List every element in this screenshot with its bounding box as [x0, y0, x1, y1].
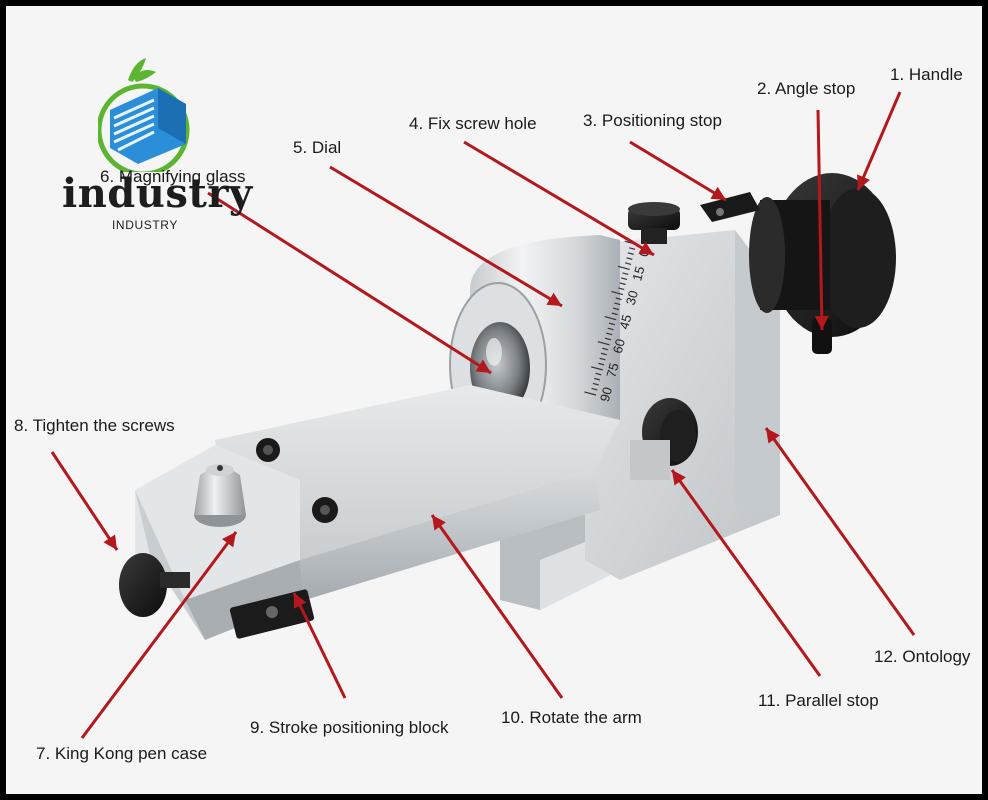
dial-number: 45 — [616, 313, 634, 331]
dial-tick — [611, 290, 624, 296]
label-dial: 5. Dial — [293, 138, 342, 157]
svg-text:9075604530150: 9075604530150 — [597, 248, 652, 404]
dial-number: 15 — [629, 265, 647, 283]
dial-tick — [599, 357, 606, 361]
dial-tick — [615, 297, 622, 301]
pen-case — [194, 464, 246, 527]
arrowhead-handle — [857, 174, 870, 190]
dial-tick — [600, 352, 607, 356]
fix-screw-knob — [628, 202, 680, 244]
industry-logo-icon — [98, 58, 190, 172]
label-angle-stop: 2. Angle stop — [757, 79, 856, 98]
arrow-magnifying-glass — [207, 191, 492, 375]
arrowhead-ontology — [766, 428, 780, 444]
arrow-handle — [856, 91, 902, 191]
dial-tick — [606, 332, 613, 336]
arrow-stroke-positioning-block — [292, 592, 347, 699]
label-handle: 1. Handle — [890, 65, 963, 84]
arrow-king-kong-pen-case — [80, 531, 238, 739]
angle-stop-pin — [812, 318, 832, 354]
dial-tick — [594, 377, 601, 381]
arrow-angle-stop — [816, 109, 824, 331]
annotation-arrows — [50, 91, 916, 739]
dial-tick — [617, 265, 630, 271]
dial-tick — [607, 327, 614, 331]
label-tighten-screws: 8. Tighten the screws — [14, 416, 175, 435]
dial-number: 30 — [623, 289, 641, 307]
arrowhead-positioning-stop — [710, 186, 726, 200]
handle-knob — [749, 173, 896, 337]
dial-tick — [590, 366, 603, 371]
label-magnifying-glass: 6. Magnifying glass — [100, 167, 246, 186]
arrow-positioning-stop — [629, 140, 727, 202]
dial-tick — [592, 382, 599, 386]
dial-tick — [595, 372, 602, 376]
dial-scale: 9075604530150 — [584, 240, 652, 404]
label-fix-screw-hole: 4. Fix screw hole — [409, 114, 537, 133]
label-king-kong-pen-case: 7. King Kong pen case — [36, 744, 208, 763]
parallel-stop-knob — [630, 398, 698, 480]
dial-tick — [597, 341, 610, 346]
label-parallel-stop: 11. Parallel stop — [758, 691, 879, 710]
arrow-parallel-stop — [670, 469, 822, 677]
label-stroke-positioning-block: 9. Stroke positioning block — [250, 718, 449, 737]
label-positioning-stop: 3. Positioning stop — [583, 111, 722, 130]
dial-tick — [627, 252, 634, 255]
dial-tick — [621, 277, 628, 281]
label-rotate-arm: 10. Rotate the arm — [501, 708, 642, 727]
dial-tick — [604, 315, 617, 321]
arrow-tighten-screws — [50, 451, 119, 551]
arrowhead-rotate-arm — [432, 515, 446, 531]
dial-tick — [584, 391, 597, 396]
dial-tick — [598, 362, 605, 366]
dial-tick — [608, 322, 615, 326]
diagram-frame: 9075604530150 — [6, 6, 982, 794]
logo-subtitle: INDUSTRY — [112, 218, 178, 232]
arrowhead-tighten-screws — [103, 534, 117, 550]
tighten-knob — [119, 553, 190, 617]
arrowhead-dial — [546, 292, 562, 306]
arrowhead-king-kong-pen-case — [222, 532, 236, 548]
arrowhead-parallel-stop — [672, 470, 686, 486]
dial-tick — [626, 257, 633, 260]
dial-tick — [619, 282, 626, 286]
dial-tick — [604, 337, 611, 341]
dial-tick — [591, 387, 598, 391]
dial-tick — [618, 287, 625, 291]
dial-tick — [625, 262, 632, 265]
dial-number: 60 — [610, 337, 628, 355]
dial-tick — [602, 347, 609, 351]
arrowhead-fix-screw-hole — [638, 241, 654, 255]
arrowhead-magnifying-glass — [475, 359, 491, 373]
dial-tick — [612, 307, 620, 311]
arrowhead-angle-stop — [814, 315, 829, 330]
socket-screws — [256, 438, 338, 523]
arrow-rotate-arm — [430, 514, 564, 699]
label-ontology: 12. Ontology — [874, 647, 971, 666]
arrow-fix-screw-hole — [463, 140, 655, 257]
logo-wordmark: industry — [62, 170, 253, 217]
dial-number: 75 — [603, 361, 621, 379]
dial-number: 90 — [597, 385, 615, 403]
arrow-dial — [329, 165, 563, 308]
positioning-stop-plate — [700, 192, 760, 222]
device-illustration: 9075604530150 — [50, 91, 916, 739]
dial-tick — [611, 312, 618, 316]
arrowhead-stroke-positioning-block — [293, 593, 307, 609]
dial-tick — [614, 302, 621, 306]
dial-tick — [629, 247, 636, 250]
arrow-ontology — [764, 427, 916, 636]
dial-tick — [622, 272, 629, 276]
